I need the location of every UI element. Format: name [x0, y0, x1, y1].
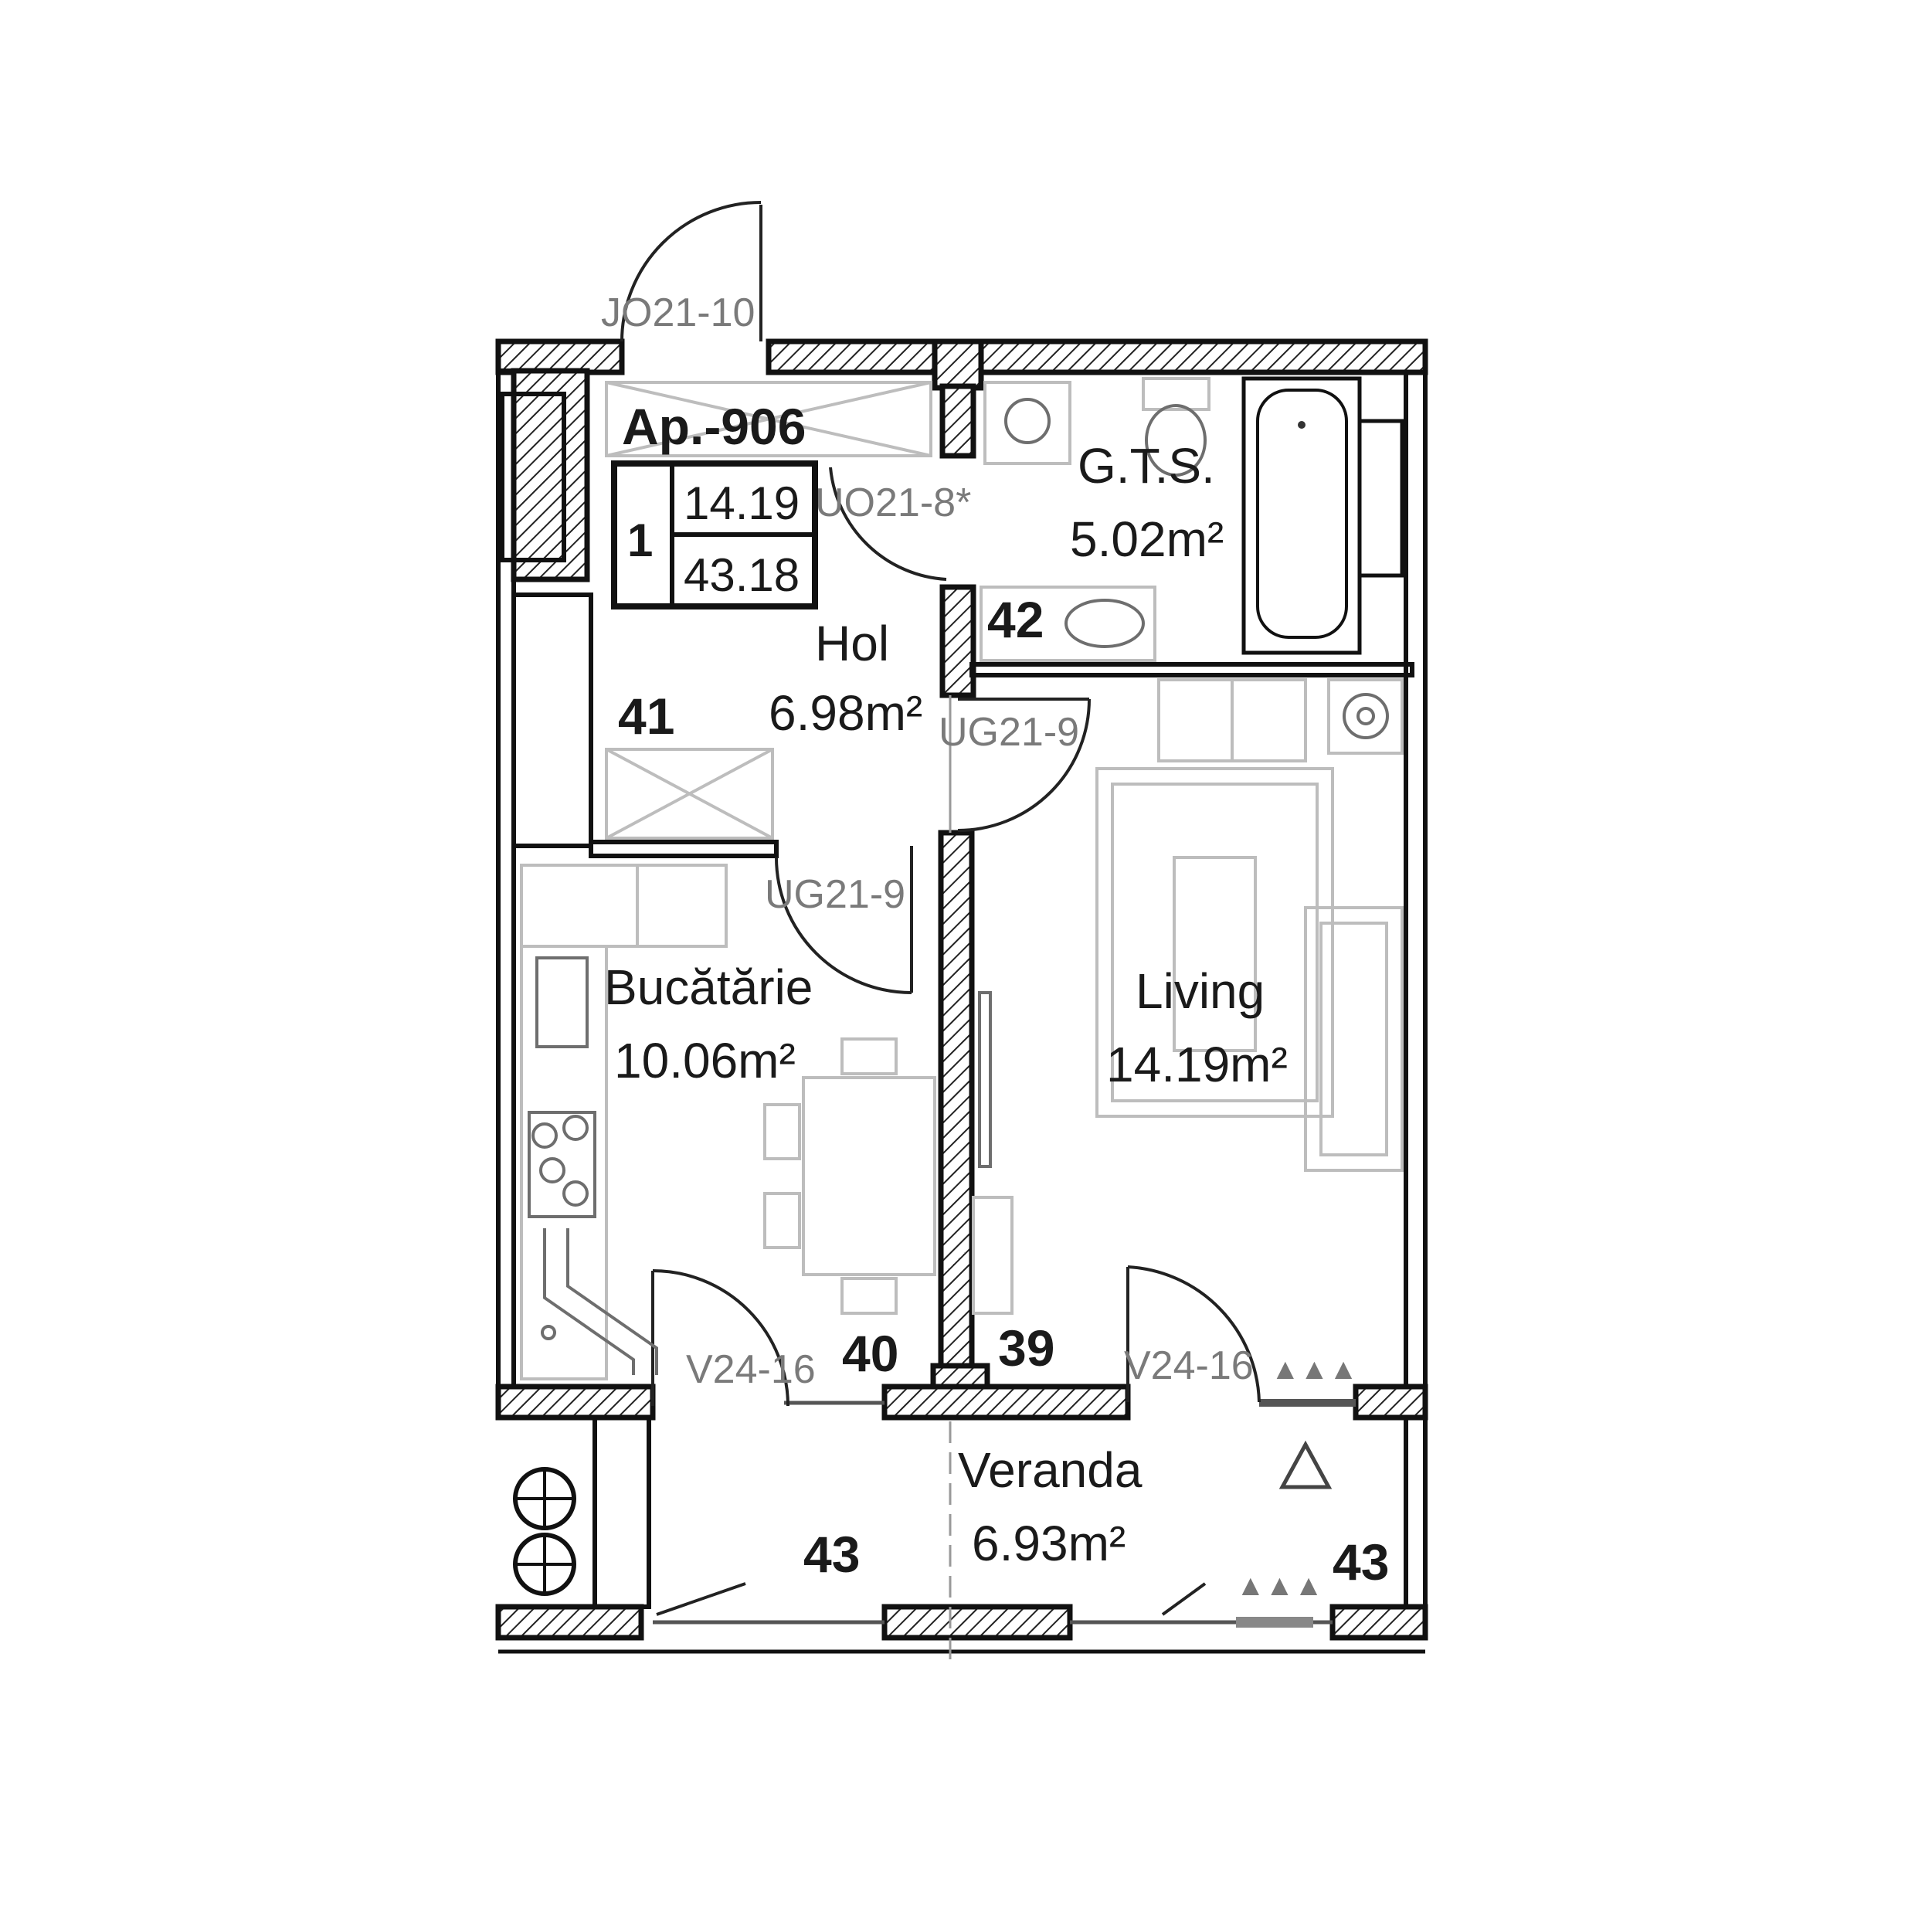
total-area: 43.18: [684, 549, 800, 601]
wall-numbers: 41 42 40 39 43 43: [618, 591, 1389, 1591]
wall-number-39: 39: [998, 1319, 1054, 1377]
svg-text:▲▲▲: ▲▲▲: [1236, 1570, 1323, 1602]
door-code-bathroom: UO21-8*: [815, 480, 971, 525]
door-codes: JO21-10 UO21-8* UG21-9 UG21-9 V24-16 V24…: [601, 290, 1254, 1392]
room-area-hol: 6.98m²: [769, 685, 922, 741]
wall-number-41: 41: [618, 688, 674, 745]
room-name-gts: G.T.S.: [1078, 438, 1215, 494]
room-area-bucatarie: 10.06m²: [614, 1033, 796, 1088]
svg-text:▲▲▲: ▲▲▲: [1271, 1353, 1358, 1386]
apartment-info: Ap.-906 1 14.19 43.18: [611, 398, 818, 609]
room-name-living: Living: [1136, 963, 1265, 1019]
living-area: 14.19: [684, 477, 800, 529]
wall-number-43-left: 43: [803, 1526, 860, 1583]
room-name-hol: Hol: [815, 616, 889, 671]
door-code-veranda-living: V24-16: [1124, 1343, 1254, 1388]
door-code-veranda-kitchen: V24-16: [686, 1347, 816, 1392]
furniture: ▲▲▲ ▲▲▲: [513, 376, 1404, 1602]
wall-number-43-right: 43: [1333, 1533, 1389, 1591]
room-labels: Hol 6.98m² G.T.S. 5.02m² Bucătărie 10.06…: [604, 438, 1288, 1571]
room-area-living: 14.19m²: [1106, 1037, 1288, 1092]
walls: [495, 338, 1428, 1661]
room-name-bucatarie: Bucătărie: [604, 959, 813, 1015]
doors: [620, 201, 1261, 1616]
room-area-veranda: 6.93m²: [972, 1516, 1126, 1571]
door-code-entrance: JO21-10: [601, 290, 755, 335]
room-name-veranda: Veranda: [958, 1442, 1143, 1498]
rooms-count: 1: [627, 514, 653, 566]
wall-number-42: 42: [987, 591, 1044, 648]
door-code-living: UG21-9: [939, 710, 1079, 755]
door-code-kitchen: UG21-9: [765, 872, 905, 917]
room-area-gts: 5.02m²: [1070, 511, 1224, 567]
apartment-title: Ap.-906: [622, 398, 806, 455]
wall-number-40: 40: [842, 1325, 898, 1382]
